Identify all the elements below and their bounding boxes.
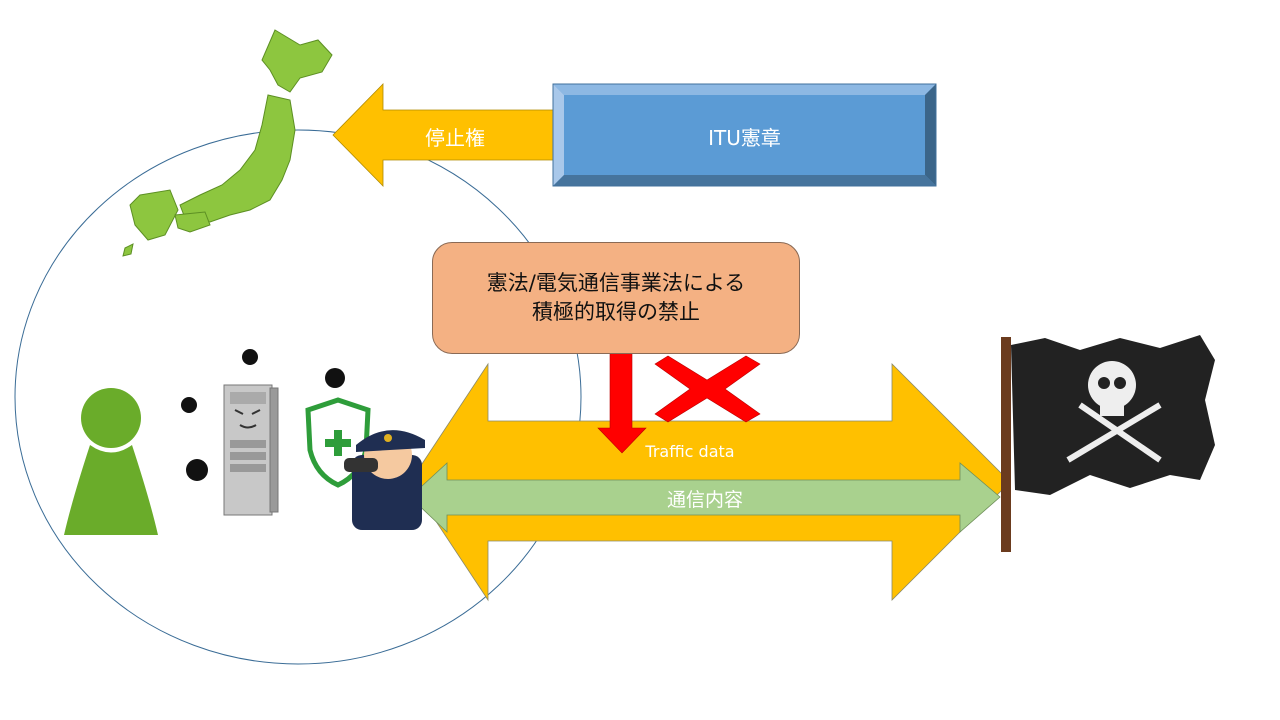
red-down-arrow [597, 349, 647, 454]
virus-icons [181, 349, 345, 481]
stop-right-label: 停止権 [425, 126, 485, 150]
itu-charter-label: ITU憲章 [708, 126, 781, 150]
legal-prohibition-box: 憲法/電気通信事業法による 積極的取得の禁止 [432, 242, 800, 354]
legal-box-line2: 積極的取得の禁止 [532, 300, 700, 324]
legal-box-line1: 憲法/電気通信事業法による [486, 271, 746, 295]
police-officer-icon [344, 430, 425, 530]
pirate-flag-icon [1001, 335, 1215, 552]
japan-map-icon [122, 29, 333, 257]
user-figure-icon [64, 388, 158, 535]
communication-content-label: 通信内容 [666, 489, 743, 511]
itu-charter-box [552, 83, 937, 187]
communication-content-arrow [409, 462, 1001, 533]
domestic-domain-circle [14, 129, 582, 665]
server-icon [223, 384, 279, 516]
prohibited-x-icon [654, 355, 761, 423]
traffic-data-label: Traffic data [645, 442, 735, 461]
